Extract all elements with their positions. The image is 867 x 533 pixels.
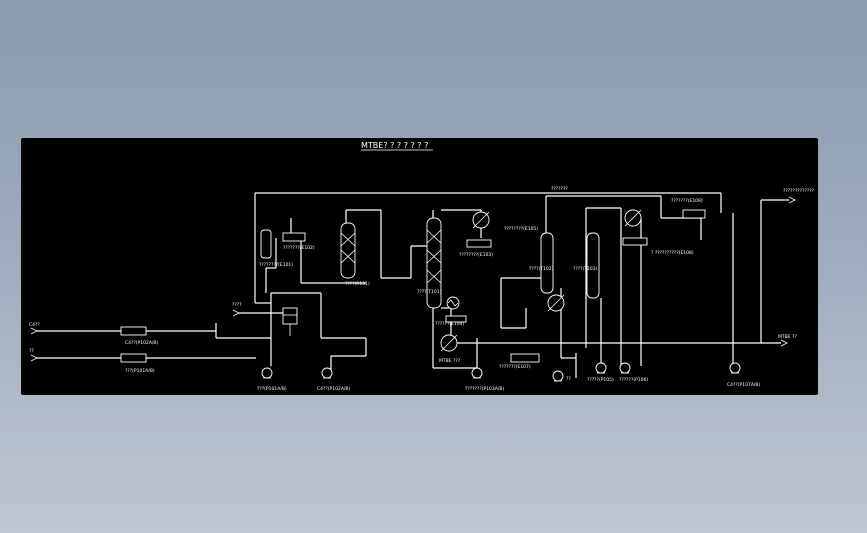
column-t102[interactable]	[540, 232, 554, 294]
column-t101-packing	[426, 229, 442, 284]
pump-p106-label: ??????(P106)	[619, 377, 648, 383]
hot-water-label: ? ??????????(E108)	[651, 250, 694, 256]
return-line-label: ???????	[551, 186, 568, 192]
exchanger-e102-label: ???????(E102)	[283, 245, 315, 251]
reactor-r101-label: ????(R101)	[345, 281, 370, 287]
column-t103[interactable]	[586, 232, 600, 299]
pump-p107[interactable]	[729, 362, 741, 374]
drawing-viewport[interactable]: MTBE? ? ? ? ? ? ? C4?? ?? C4??(P102A/B) …	[21, 138, 818, 395]
pump-p102-label: C4??(P102A/B)	[317, 386, 351, 392]
condenser-e105-slash	[547, 294, 565, 312]
pump-p104-label: ??	[566, 376, 571, 382]
product-mtbe-label: MTBE ??	[778, 334, 797, 340]
condenser-e103-drum[interactable]	[466, 239, 492, 248]
product-mtbe-arrow	[780, 339, 788, 347]
exchanger-e106-drum[interactable]	[622, 237, 648, 246]
condenser-e105-label: ????????(E105)	[504, 226, 538, 232]
pump-p104[interactable]	[552, 370, 564, 382]
pump-p105-label: ?????(P105)	[587, 377, 614, 383]
mixer-feed-label: ????	[232, 302, 242, 308]
reboiler-e104-label: ??????(E104)	[435, 321, 465, 327]
pump-p105[interactable]	[595, 362, 607, 374]
pump-p101[interactable]	[261, 367, 273, 379]
exchanger-e102[interactable]	[282, 232, 306, 242]
condenser-e103-label: ????????(E103)	[459, 252, 493, 258]
product-c4-arrow	[788, 196, 796, 204]
pump-p102-upper-label: C4??(P102A/B)	[125, 340, 159, 346]
column-t101-label: ????(T101)	[417, 289, 442, 295]
exchanger-e107[interactable]	[510, 353, 540, 363]
process-flow-diagram: MTBE? ? ? ? ? ? ? C4?? ?? C4??(P102A/B) …	[29, 141, 815, 392]
product-c4-label: ?????????????	[783, 188, 815, 194]
pump-p107-label: C4??(P107A/B)	[727, 382, 761, 388]
column-t103-label: ????(T103)	[573, 266, 598, 272]
mtbe-mixer-slash	[440, 334, 458, 352]
pump-p101-upper-label: ???(P101A/B)	[125, 368, 155, 374]
condenser-e109-label: ???????(E109)	[671, 198, 703, 204]
pump-p102[interactable]	[321, 367, 333, 379]
tank-v101[interactable]	[282, 307, 298, 325]
pump-p103[interactable]	[471, 367, 483, 379]
exchanger-e106-slash	[624, 209, 642, 227]
exchanger-e107-label: ???????(E107)	[499, 364, 531, 370]
reactor-r101[interactable]	[340, 222, 356, 279]
heater-e101-label: ????????(E101)	[259, 262, 293, 268]
reboiler-e104-coil	[447, 299, 459, 307]
feed-lines	[30, 323, 271, 362]
diagram-title: MTBE? ? ? ? ? ? ?	[361, 141, 428, 150]
exchanger-small[interactable]	[445, 315, 467, 323]
pump-p103-label: ???????(P103A/B)	[465, 386, 504, 392]
feed-methanol-label: ??	[29, 348, 34, 354]
feed-heater-1[interactable]	[120, 326, 147, 336]
mtbe-mixer-label: MTBE ???	[439, 358, 461, 364]
condenser-e103-slash	[472, 211, 490, 229]
feed-heater-2[interactable]	[120, 353, 147, 363]
reactor-r101-packing	[340, 232, 356, 264]
mixer-feed-arrow	[232, 309, 240, 317]
heater-e101[interactable]	[260, 229, 272, 259]
pump-p101-label: ???(P101A/B)	[257, 386, 287, 392]
condenser-e109[interactable]	[682, 209, 706, 219]
feed-c4-label: C4??	[29, 322, 40, 328]
pump-p106[interactable]	[619, 362, 631, 374]
process-lines	[254, 192, 789, 378]
column-t102-label: ????(T102)	[529, 266, 554, 272]
